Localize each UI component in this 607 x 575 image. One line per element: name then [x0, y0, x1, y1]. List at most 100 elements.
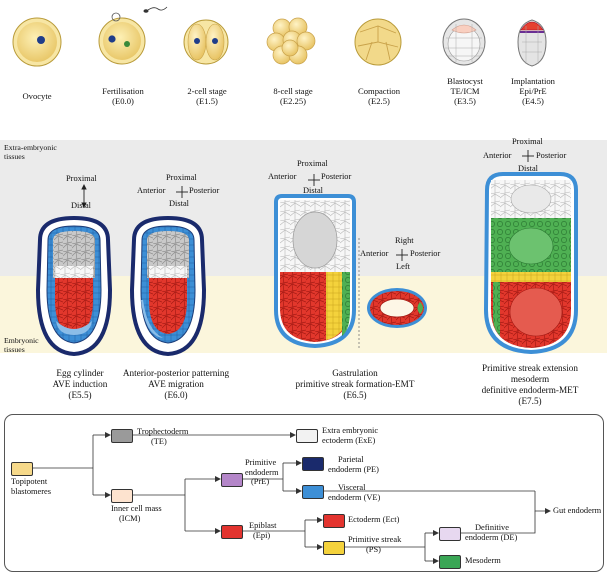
legend-epi-line1: Epiblast [249, 521, 277, 530]
caption-e55-line2: AVE induction [52, 379, 108, 389]
legend-totipotent-line2: blastomeres [11, 486, 52, 496]
legend-icm-line1: Inner cell mass [111, 504, 162, 513]
axis-anterior-e60: Anterior [137, 186, 166, 195]
stage-2cell-time: (E1.5) [196, 96, 218, 106]
stage-blastocyst-name2: TE/ICM [450, 86, 480, 96]
legend-swatch-pre [221, 473, 243, 487]
stage-implantation-time: (E4.5) [522, 96, 544, 106]
caption-e75-line1: Primitive streak extension [482, 363, 578, 373]
legend-swatch-ps [323, 541, 345, 555]
legend-swatch-exe [296, 429, 318, 443]
legend-pe: Parietal endoderm (PE) [328, 455, 379, 474]
legend-totipotent: Topipotent blastomeres [11, 477, 51, 496]
legend-icm-line2: (ICM) [119, 513, 141, 523]
legend-pre-line1: Primitive [245, 458, 277, 467]
axis-posterior-e60: Posterior [189, 186, 220, 195]
legend-exe-line1: Extra embryonic [322, 426, 379, 435]
legend-swatch-epi [221, 525, 243, 539]
legend-te-line2: (TE) [151, 436, 167, 446]
legend-epi-line2: (Epi) [253, 530, 271, 540]
legend-totipotent-line1: Topipotent [11, 477, 48, 486]
legend-pe-line2: endoderm (PE) [328, 464, 379, 474]
caption-e55: Egg cylinder AVE induction (E5.5) [40, 368, 120, 401]
caption-e75-line3: definitive endoderm-MET [481, 385, 579, 395]
embryonic-label-line1: Embryonic [4, 336, 39, 345]
axis-left: Left [396, 262, 410, 271]
legend-ps-line1: Primitive streak [348, 535, 402, 544]
stage-2cell-name: 2-cell stage [187, 86, 227, 96]
axis-anterior-e75: Anterior [483, 151, 512, 160]
stage-8cell-name: 8-cell stage [273, 86, 313, 96]
extra-embryonic-label: Extra-embryonic tissues [4, 143, 78, 161]
legend-ps: Primitive streak (PS) [348, 535, 401, 554]
legend-epi: Epiblast (Epi) [249, 521, 276, 540]
legend-gut-endoderm: Gut endoderm [553, 506, 602, 515]
compaction-illustration [354, 18, 402, 66]
axis-proximal-e75: Proximal [512, 137, 543, 146]
caption-e65-line2: primitive streak formation-EMT [295, 379, 415, 389]
legend-swatch-mesoderm [439, 555, 461, 569]
extra-embryonic-label-line2: tissues [4, 152, 25, 161]
early-stages-drawing [12, 6, 547, 67]
stage-compaction-label: Compaction (E2.5) [348, 86, 410, 106]
legend-swatch-ect [323, 514, 345, 528]
legend-te-line1: Trophectoderm [137, 427, 189, 436]
legend-ve: Visceral endoderm (VE) [328, 483, 380, 502]
caption-e65: Gastrulation primitive streak formation-… [280, 368, 430, 401]
lineage-connectors [33, 432, 551, 564]
legend-pre-line2: endoderm [245, 467, 279, 477]
ap-patterning-e60-illustration [129, 215, 207, 357]
legend-ve-line2: endoderm (VE) [328, 492, 381, 502]
stage-implantation-name2: Epi/PrE [519, 86, 547, 96]
stage-8cell-label: 8-cell stage (E2.25) [262, 86, 324, 106]
stage-implantation-label: Implantation Epi/PrE (E4.5) [500, 76, 566, 106]
legend-de-line1: Definitive [475, 523, 509, 532]
embryonic-label-line2: tissues [4, 345, 25, 354]
two-cell-illustration [183, 19, 229, 65]
legend-pe-line1: Parietal [338, 455, 364, 464]
caption-e75-line2: mesoderm [510, 374, 550, 384]
legend-exe-line2: ectoderm (ExE) [322, 435, 376, 445]
stage-compaction-time: (E2.5) [368, 96, 390, 106]
axis-arrows [81, 150, 534, 261]
stage-fertilisation-label: Fertilisation (E0.0) [92, 86, 154, 106]
fertilisation-illustration [98, 6, 168, 65]
legend-ve-line1: Visceral [338, 483, 366, 492]
egg-cylinder-e55-illustration [35, 215, 113, 357]
stage-implantation-name: Implantation [511, 76, 555, 86]
embryo-stages-drawing [35, 150, 578, 357]
stage-compaction-name: Compaction [357, 86, 400, 96]
caption-e60-time: (E6.0) [164, 390, 188, 400]
stage-fertilisation-name: Fertilisation [102, 86, 144, 96]
legend-swatch-de [439, 527, 461, 541]
ovocyte-illustration [12, 17, 62, 67]
stage-2cell-label: 2-cell stage (E1.5) [178, 86, 236, 106]
axis-posterior-e65: Posterior [321, 172, 352, 181]
legend-swatch-totipotent [11, 462, 33, 476]
axis-proximal-e55: Proximal [66, 174, 97, 183]
axis-anterior-e65: Anterior [268, 172, 297, 181]
caption-e75: Primitive streak extension mesoderm defi… [460, 363, 600, 407]
legend-pre-line3: (PrE) [251, 477, 270, 486]
streak-extension-e75-illustration [483, 172, 578, 355]
stage-blastocyst-time: (E3.5) [454, 96, 476, 106]
legend-swatch-te [111, 429, 133, 443]
caption-e60-line1: Anterior-posterior patterning [122, 368, 230, 378]
axis-distal-e60: Distal [169, 199, 190, 208]
caption-e60: Anterior-posterior patterning AVE migrat… [116, 368, 236, 401]
embryonic-label: Embryonic tissues [4, 336, 64, 354]
legend-de-line2: endoderm (DE) [465, 532, 518, 542]
stage-fertilisation-time: (E0.0) [112, 96, 134, 106]
eight-cell-illustration [266, 17, 316, 65]
legend-swatch-icm [111, 489, 133, 503]
legend-mesoderm: Mesoderm [465, 556, 501, 565]
legend-pre: Primitive endoderm (PrE) [245, 458, 279, 487]
caption-e75-time: (E7.5) [518, 396, 542, 406]
axis-distal-e75: Distal [518, 164, 539, 173]
legend-de: Definitive endoderm (DE) [465, 523, 517, 542]
caption-e65-line1: Gastrulation [332, 368, 378, 378]
caption-e60-line2: AVE migration [148, 379, 204, 389]
implantation-illustration [517, 19, 547, 67]
axis-anterior-cross: Anterior [360, 249, 389, 258]
legend-te: Trophectoderm (TE) [137, 427, 188, 446]
